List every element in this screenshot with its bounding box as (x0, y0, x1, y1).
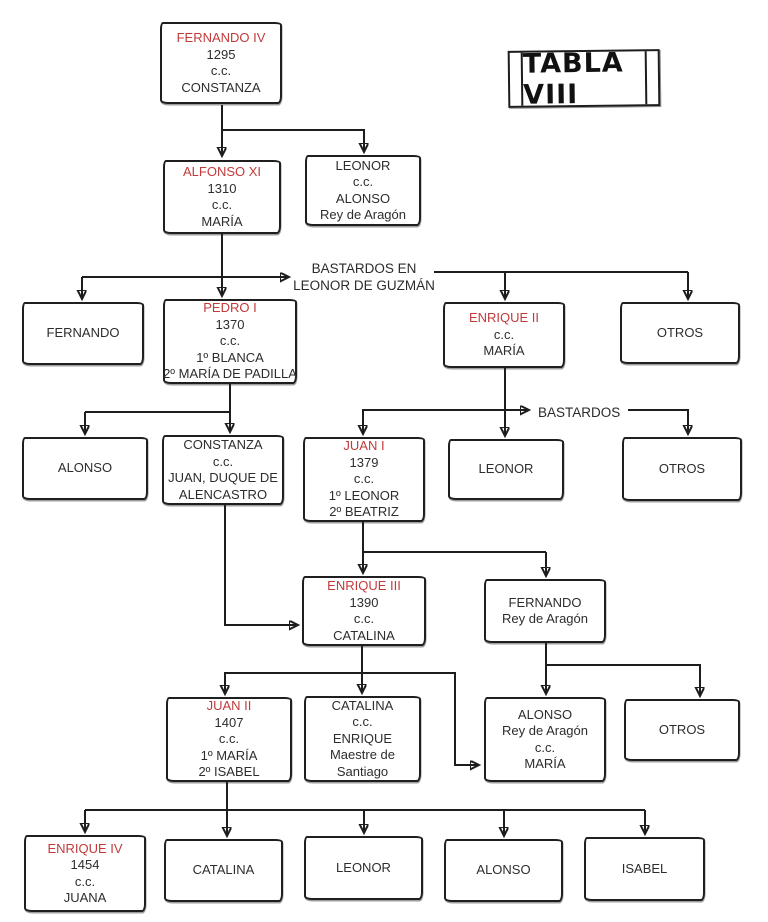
node-line: c.c. (353, 611, 375, 626)
tree-node-alonso-2: ALONSO (444, 839, 563, 902)
node-line: c.c. (352, 174, 374, 189)
node-line: FERNANDO (46, 325, 120, 341)
node-line: 1407 (214, 714, 244, 730)
node-line: 1379 (349, 454, 379, 470)
node-line: ISABEL (621, 860, 668, 876)
node-line: MARÍA (524, 756, 566, 771)
tree-node-otros-1: OTROS (620, 302, 740, 364)
node-line: c.c. (219, 333, 241, 349)
node-line: Rey de Aragón (501, 723, 588, 738)
node-line: c.c. (218, 731, 240, 747)
node-line: 1310 (207, 180, 237, 196)
node-name-highlight: JUAN I (343, 438, 385, 454)
node-line: LEONOR (478, 461, 534, 477)
node-line: 1º BLANCA (196, 349, 264, 365)
bastardos-guzman-line2: LEONOR DE GUZMÁN (293, 278, 435, 293)
node-line: 1º LEONOR (328, 487, 400, 503)
node-line: c.c. (534, 739, 556, 755)
tree-node-otros-2: OTROS (622, 437, 742, 501)
node-name-highlight: ENRIQUE IV (47, 840, 123, 856)
node-line: 1295 (206, 46, 236, 62)
node-line: c.c. (353, 471, 375, 487)
table-title: TABLA VIII (520, 47, 648, 110)
node-line: 1390 (349, 594, 379, 610)
bastardos-guzman-label: BASTARDOS EN LEONOR DE GUZMÁN (293, 260, 435, 294)
node-line: 2º BEATRIZ (329, 504, 399, 520)
node-line: CONSTANZA (183, 437, 263, 452)
node-line: LEONOR (335, 157, 391, 173)
node-line: MARÍA (483, 343, 525, 359)
node-line: c.c. (212, 453, 234, 469)
node-line: CATALINA (333, 627, 395, 643)
tree-node-fernando: FERNANDO (22, 302, 144, 365)
bastardos-guzman-line1: BASTARDOS EN (311, 261, 417, 276)
node-line: FERNANDO (508, 594, 582, 610)
node-line: Santiago (336, 763, 389, 779)
node-line: ALONSO (476, 862, 531, 878)
table-title-box: TABLA VIII (507, 47, 661, 110)
node-line: MARÍA (201, 213, 243, 229)
node-line: OTROS (658, 721, 706, 737)
tree-node-alonso: ALONSO (22, 437, 148, 500)
tree-node-isabel: ISABEL (584, 837, 705, 901)
node-line: JUANA (63, 890, 107, 905)
node-line: Rey de Aragón (501, 611, 588, 626)
node-line: c.c. (493, 326, 515, 342)
tree-node-leonor-2: LEONOR (304, 836, 423, 900)
node-line: 2º ISABEL (198, 764, 260, 780)
node-name-highlight: FERNANDO IV (176, 30, 266, 45)
node-line: c.c. (74, 873, 96, 889)
node-line: LEONOR (336, 859, 391, 875)
node-line: ALONSO (57, 460, 113, 476)
node-line: Maestre de (329, 747, 396, 763)
node-line: CONSTANZA (181, 79, 261, 95)
node-name-highlight: ALFONSO XI (182, 164, 262, 179)
bastardos-label: BASTARDOS (538, 405, 621, 420)
node-line: c.c. (211, 197, 233, 212)
node-line: OTROS (656, 324, 704, 340)
node-line: OTROS (658, 460, 706, 476)
tree-node-catalina: CATALINA (164, 839, 283, 902)
node-line: 1370 (215, 316, 245, 332)
node-line: Rey de Aragón (319, 207, 406, 222)
node-line: ALONSO (517, 706, 573, 722)
node-name-highlight: ENRIQUE II (468, 310, 540, 326)
tree-node-otros-3: OTROS (624, 699, 740, 761)
node-line: JUAN, DUQUE DE (168, 470, 278, 485)
node-line: ENRIQUE (332, 730, 393, 746)
node-name-highlight: PEDRO I (203, 300, 257, 316)
node-line: 1º MARÍA (200, 747, 258, 763)
node-line: 1454 (70, 857, 100, 872)
node-name-highlight: ENRIQUE III (327, 578, 401, 593)
tree-node-leonor: LEONOR (448, 439, 564, 500)
node-line: 2º MARÍA DE PADILLA (163, 366, 297, 382)
node-line: ALONSO (335, 190, 391, 206)
node-line: CATALINA (192, 862, 255, 878)
node-line: c.c. (352, 714, 373, 730)
node-line: CATALINA (331, 697, 394, 713)
node-line: c.c. (210, 63, 232, 78)
node-name-highlight: JUAN II (206, 698, 252, 714)
node-line: ALENCASTRO (178, 486, 268, 502)
